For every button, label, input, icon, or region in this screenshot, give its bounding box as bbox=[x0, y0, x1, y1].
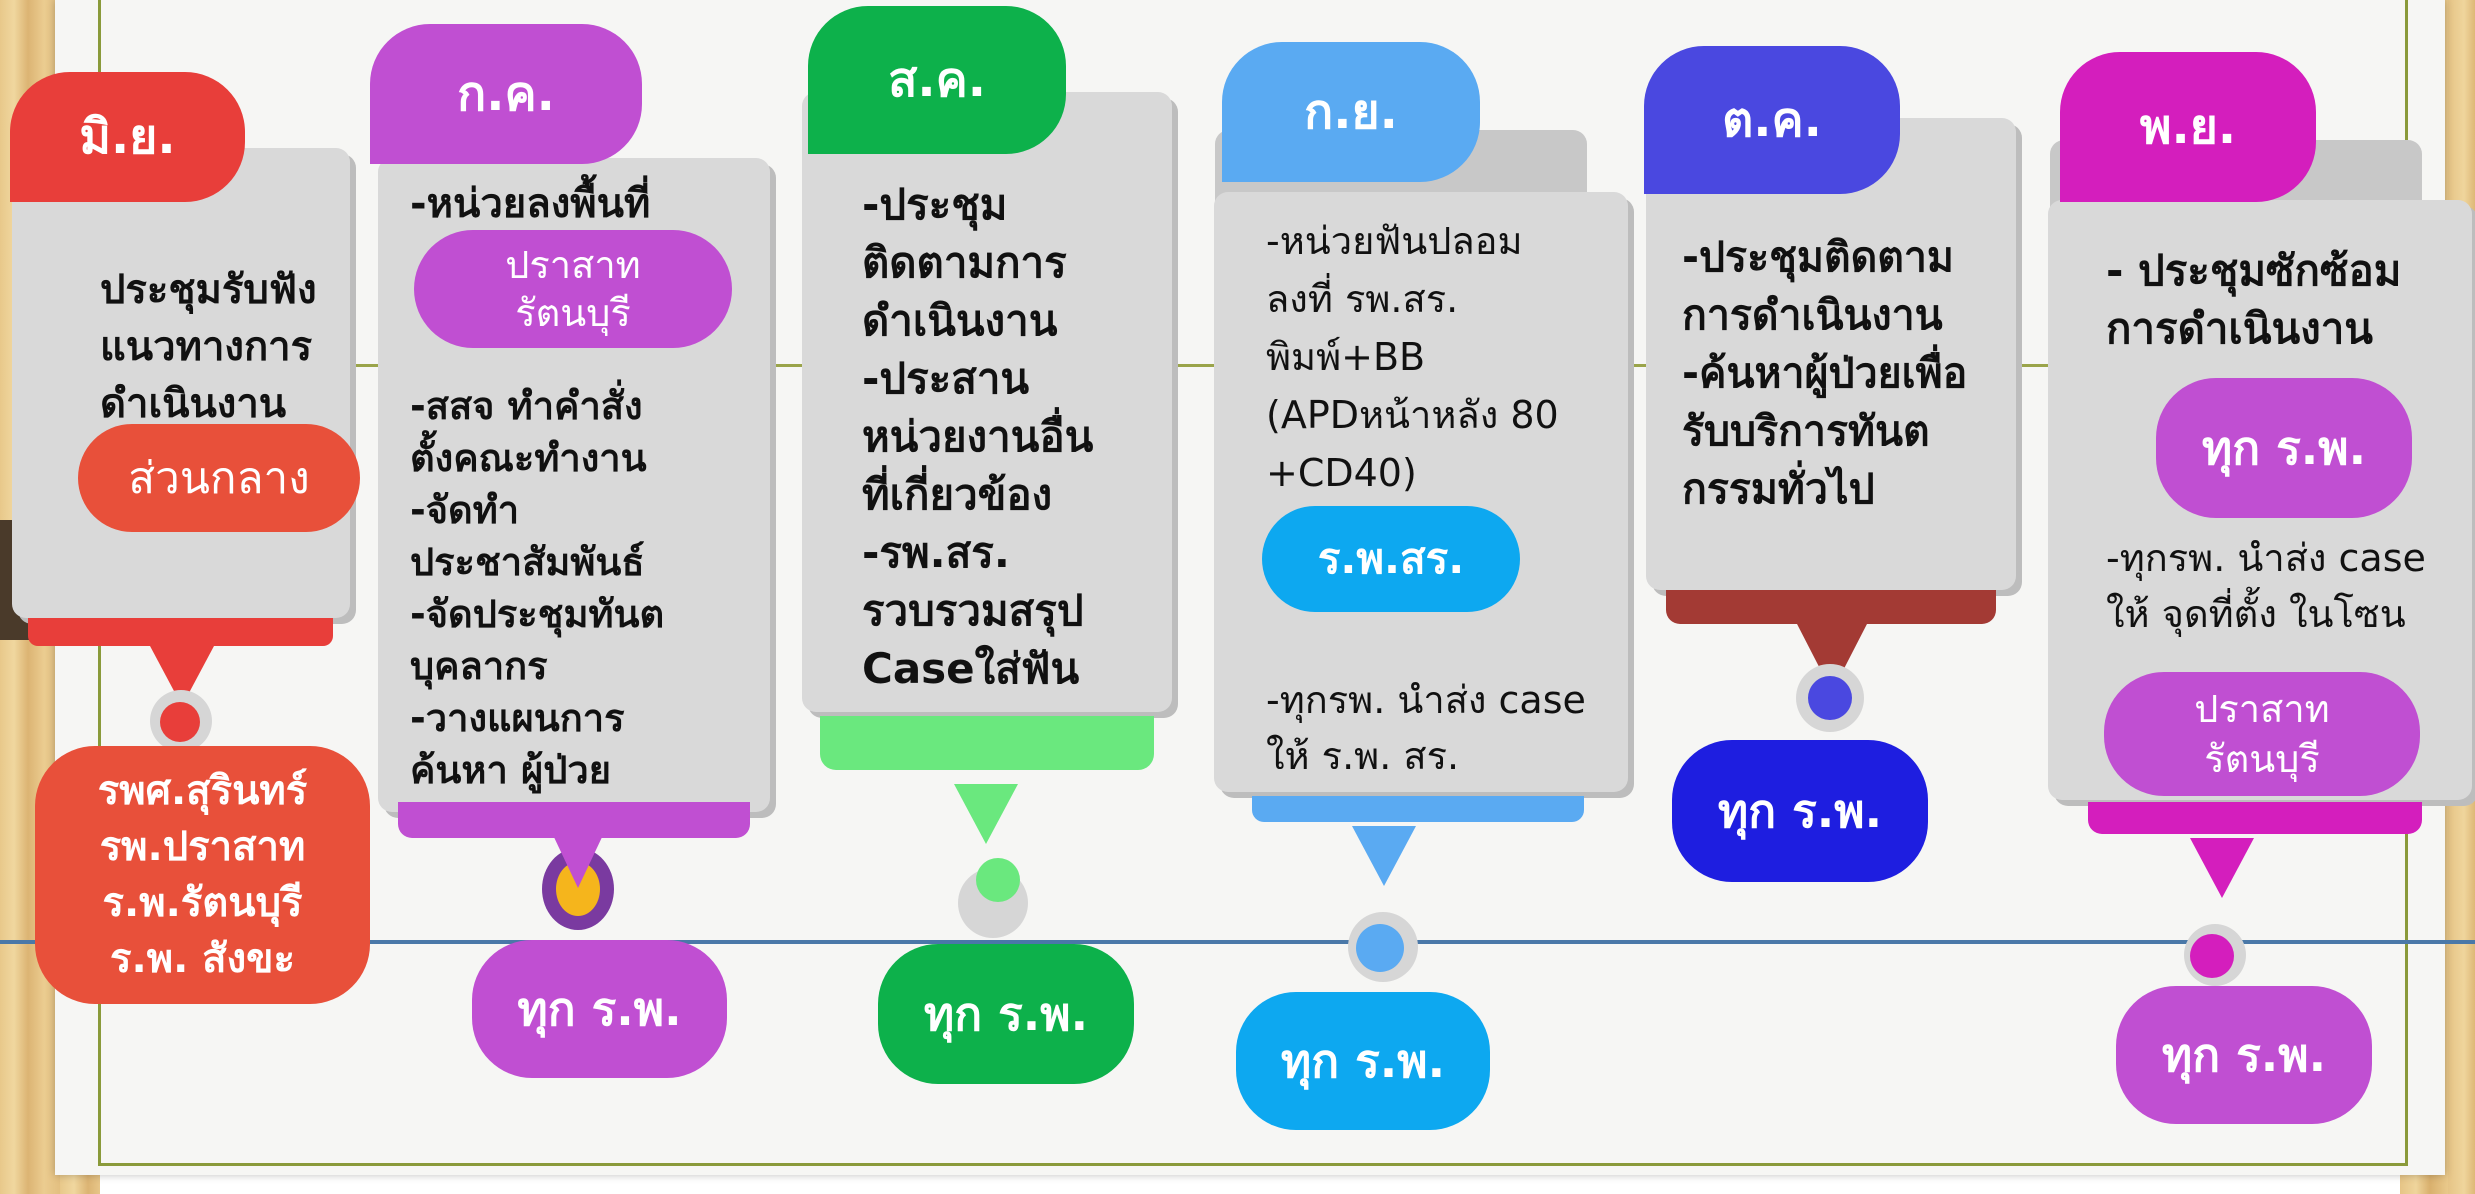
bottom-label-august: ทุก ร.พ. bbox=[923, 986, 1089, 1041]
body-top-text-july: -หน่วยลงพื้นที่ bbox=[410, 181, 651, 227]
body-bottom-text-september: -ทุกรพ. นำส่ง case ให้ ร.พ. สร. bbox=[1266, 678, 1586, 778]
pointer-triangle-july bbox=[544, 816, 612, 888]
body-bottom-text-november: -ทุกรพ. นำส่ง case ให้ จุดที่ตั้ง ในโซน bbox=[2106, 536, 2426, 636]
pointer-triangle-november bbox=[2190, 838, 2254, 898]
pill-central-label: ส่วนกลาง bbox=[128, 453, 310, 504]
timeline-dot-november bbox=[2190, 934, 2234, 978]
month-header-august: ส.ค. bbox=[808, 6, 1066, 154]
card-base-bar-august bbox=[820, 716, 1154, 770]
month-label-november: พ.ย. bbox=[2139, 99, 2237, 155]
month-header-october: ต.ค. bbox=[1644, 46, 1900, 194]
pill-prasat-rattanaburi-label-november: ปราสาท รัตนบุรี bbox=[2194, 687, 2330, 781]
month-label-september: ก.ย. bbox=[1304, 84, 1398, 140]
month-header-september: ก.ย. bbox=[1222, 42, 1480, 182]
bottom-label-october: ทุก ร.พ. bbox=[1717, 783, 1883, 838]
month-header-july: ก.ค. bbox=[370, 24, 642, 164]
card-base-bar-june bbox=[28, 618, 333, 646]
bottom-pill-june: รพศ.สุรินทร์ รพ.ปราสาท ร.พ.รัตนบุรี ร.พ.… bbox=[35, 746, 370, 1004]
card-september bbox=[1214, 192, 1628, 792]
pill-rps-september: ร.พ.สร. bbox=[1262, 506, 1520, 612]
body-text-august: -ประชุม ติดตามการ ดำเนินงาน -ประสาน หน่ว… bbox=[862, 180, 1094, 693]
bottom-label-july: ทุก ร.พ. bbox=[517, 981, 682, 1036]
timeline-lower-line bbox=[0, 940, 2475, 944]
pointer-triangle-august bbox=[954, 784, 1018, 844]
body-text-june: ประชุมรับฟัง แนวทางการ ดำเนินงาน bbox=[100, 267, 317, 427]
month-header-june: มิ.ย. bbox=[10, 72, 245, 202]
body-text-july: -สสจ ทำคำสั่ง ตั้งคณะทำงาน -จัดทำ ประชาส… bbox=[410, 384, 665, 792]
pill-central: ส่วนกลาง bbox=[78, 424, 360, 532]
body-text-september: -หน่วยฟันปลอม ลงที่ รพ.สร. พิมพ์+BB (APD… bbox=[1266, 219, 1559, 495]
bottom-pill-october: ทุก ร.พ. bbox=[1672, 740, 1928, 882]
month-label-october: ต.ค. bbox=[1722, 92, 1822, 148]
pill-prasat-rattanaburi-november: ปราสาท รัตนบุรี bbox=[2104, 672, 2420, 796]
timeline-dot-june bbox=[160, 702, 200, 742]
bottom-pill-september: ทุก ร.พ. bbox=[1236, 992, 1490, 1130]
card-base-bar-november bbox=[2088, 802, 2422, 834]
body-text-november: - ประชุมซักซ้อม การดำเนินงาน bbox=[2106, 246, 2402, 353]
month-label-june: มิ.ย. bbox=[79, 109, 176, 165]
pill-prasat-rattanaburi-label-july: ปราสาท รัตนบุรี bbox=[505, 243, 641, 335]
pill-rps-label-september: ร.พ.สร. bbox=[1317, 534, 1465, 583]
month-header-november: พ.ย. bbox=[2060, 52, 2316, 202]
timeline-dot-september bbox=[1356, 924, 1404, 972]
body-text-october: -ประชุมติดตาม การดำเนินงาน -ค้นหาผู้ป่วย… bbox=[1682, 233, 1968, 513]
pointer-triangle-september bbox=[1352, 826, 1416, 886]
card-june bbox=[12, 148, 350, 618]
card-base-bar-october bbox=[1666, 590, 1996, 624]
bottom-label-june: รพศ.สุรินทร์ รพ.ปราสาท ร.พ.รัตนบุรี ร.พ.… bbox=[97, 768, 308, 982]
bottom-label-september: ทุก ร.พ. bbox=[1280, 1033, 1446, 1088]
timeline-dot-october bbox=[1808, 676, 1852, 720]
card-august bbox=[802, 92, 1172, 712]
card-october bbox=[1646, 118, 2016, 590]
bottom-pill-august: ทุก ร.พ. bbox=[878, 944, 1134, 1084]
pill-prasat-rattanaburi-july: ปราสาท รัตนบุรี bbox=[414, 230, 732, 348]
bottom-label-november: ทุก ร.พ. bbox=[2161, 1027, 2327, 1082]
timeline-dot-august bbox=[976, 858, 1020, 902]
card-base-bar-september bbox=[1252, 796, 1584, 822]
pill-all-hospitals-november: ทุก ร.พ. bbox=[2156, 378, 2412, 518]
bottom-pill-november: ทุก ร.พ. bbox=[2116, 986, 2372, 1124]
bottom-pill-july: ทุก ร.พ. bbox=[472, 940, 727, 1078]
pill-all-hospitals-label-november: ทุก ร.พ. bbox=[2201, 420, 2367, 475]
month-label-july: ก.ค. bbox=[457, 66, 555, 122]
month-label-august: ส.ค. bbox=[888, 52, 986, 108]
